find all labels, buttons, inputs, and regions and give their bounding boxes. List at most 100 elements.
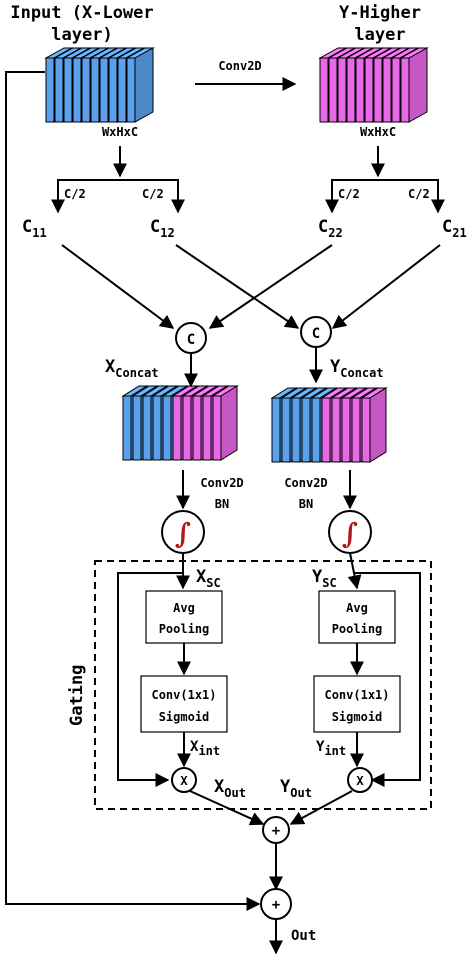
xsc-label: XSC <box>196 567 221 590</box>
right-sigmoid-icon: ∫ <box>342 517 358 550</box>
layer-front <box>391 57 401 123</box>
layer-front <box>281 397 291 463</box>
c11-label: C11 <box>22 217 47 240</box>
layer-front <box>212 395 222 461</box>
layer-front <box>192 395 202 461</box>
layer-side <box>134 47 154 123</box>
right-avg-pooling-box <box>318 590 396 644</box>
layer-front <box>341 397 351 463</box>
c21-label: C21 <box>442 217 467 240</box>
layer-front <box>99 57 109 123</box>
layer-front <box>271 397 281 463</box>
layer-front <box>346 57 356 123</box>
layer-front <box>142 395 152 461</box>
layer-front <box>373 57 383 123</box>
left-split-arrows <box>51 146 185 214</box>
right-conv-label: Conv2D <box>284 476 327 490</box>
right-skip-line <box>354 572 421 787</box>
left-avg-line2: Pooling <box>159 622 210 636</box>
xint-label: Xint <box>190 739 220 758</box>
layer-front <box>202 395 212 461</box>
layer-side <box>369 387 387 463</box>
layer-front <box>54 57 64 123</box>
layer-front <box>72 57 82 123</box>
layer-front <box>328 57 338 123</box>
layer-front <box>355 57 365 123</box>
fusion-plus-symbol: + <box>272 823 280 839</box>
higher-title-line1: Y-Higher <box>339 3 421 23</box>
left-bn-label: BN <box>215 497 229 511</box>
right-conv-line2: Sigmoid <box>332 710 383 724</box>
layer-front <box>364 57 374 123</box>
layer-front <box>382 57 392 123</box>
yout-label: YOut <box>280 777 312 800</box>
input-feature-block <box>44 47 155 123</box>
layer-front <box>337 57 347 123</box>
right-multiply-symbol: X <box>356 774 364 788</box>
left-multiply-node <box>171 767 197 793</box>
x-concat-node <box>175 322 207 354</box>
right-avg-line2: Pooling <box>332 622 383 636</box>
layer-front <box>321 397 331 463</box>
xout-arrow <box>189 790 265 826</box>
input-title-line1: Input (X-Lower <box>10 3 153 23</box>
layer-front <box>122 395 132 461</box>
layer-front <box>132 395 142 461</box>
layer-front <box>152 395 162 461</box>
higher-dims: WxHxC <box>360 125 396 139</box>
x-concat-label: XConcat <box>105 357 159 380</box>
left-conv-line1: Conv(1x1) <box>151 688 216 702</box>
conv-top-label: Conv2D <box>218 59 261 73</box>
residual-line <box>5 71 261 911</box>
layer-front <box>90 57 100 123</box>
layer-front <box>291 397 301 463</box>
y-concat-feature-block <box>270 387 388 463</box>
left-avg-line1: Avg <box>173 601 195 615</box>
output-label: Out <box>291 928 316 944</box>
layer-front <box>81 57 91 123</box>
c12-label: C12 <box>150 217 175 240</box>
layer-front <box>319 57 329 123</box>
right-multiply-node <box>347 767 373 793</box>
c11-half-label: C/2 <box>64 187 86 201</box>
input-title-line2: layer) <box>51 25 112 45</box>
layer-front <box>331 397 341 463</box>
c21-half-label: C/2 <box>408 187 430 201</box>
layer-front <box>351 397 361 463</box>
higher-feature-block <box>318 47 429 123</box>
x-concat-symbol: C <box>187 332 195 348</box>
x-concat-feature-block <box>121 385 239 461</box>
left-conv-sigmoid-box <box>140 675 228 733</box>
layer-front <box>400 57 410 123</box>
xout-label: XOut <box>214 777 246 800</box>
y-concat-label: YConcat <box>330 357 384 380</box>
right-split-arrows <box>325 146 445 214</box>
gating-label: Gating <box>67 665 87 726</box>
y-concat-node <box>300 316 332 348</box>
layer-front <box>182 395 192 461</box>
c22-half-label: C/2 <box>338 187 360 201</box>
residual-plus-symbol: + <box>272 897 280 913</box>
layer-front <box>45 57 55 123</box>
layer-front <box>108 57 118 123</box>
layer-front <box>63 57 73 123</box>
ysc-label: YSC <box>312 567 337 590</box>
layer-front <box>162 395 172 461</box>
higher-title-line2: layer <box>354 25 405 45</box>
concat-input-arrows <box>61 244 441 329</box>
left-conv-label: Conv2D <box>200 476 243 490</box>
left-avg-pooling-box <box>145 590 223 644</box>
layer-front <box>172 395 182 461</box>
layer-front <box>361 397 371 463</box>
layer-front <box>311 397 321 463</box>
right-gating-in-arrow <box>347 552 362 590</box>
layer-side <box>220 385 238 461</box>
left-multiply-symbol: X <box>180 774 188 788</box>
left-sigmoid-icon: ∫ <box>175 517 191 550</box>
c12-half-label: C/2 <box>142 187 164 201</box>
right-bn-label: BN <box>299 497 313 511</box>
layer-side <box>408 47 428 123</box>
right-conv-line1: Conv(1x1) <box>324 688 389 702</box>
right-avg-line1: Avg <box>346 601 368 615</box>
